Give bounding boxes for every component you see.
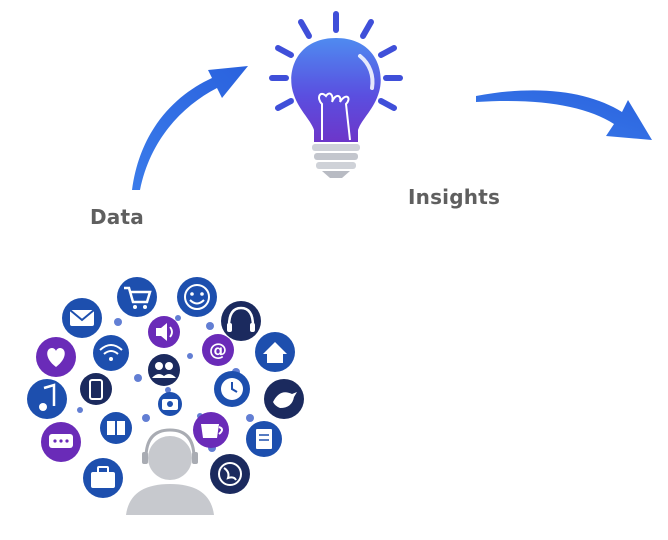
bird-icon [264, 379, 304, 419]
shopping-cart-icon [117, 277, 157, 317]
person-headset-icon [126, 428, 214, 515]
camera-icon [158, 392, 182, 416]
phone-icon [80, 373, 112, 405]
speaker-icon [148, 316, 180, 348]
home-icon [255, 332, 295, 372]
arrow-data-to-bulb [132, 66, 248, 190]
bulb-base [312, 144, 360, 178]
smiley-icon [177, 277, 217, 317]
chat-icon [41, 422, 81, 462]
headphones-icon [221, 301, 261, 341]
briefcase-icon [83, 458, 123, 498]
globe-icon [210, 454, 250, 494]
box-icon [100, 412, 132, 444]
wifi-icon [93, 335, 129, 371]
clock-icon [214, 371, 250, 407]
social-icon-cluster: @ [27, 277, 304, 515]
light-bulb-icon [269, 11, 403, 178]
arrow-insights-out [476, 90, 652, 140]
mail-icon [62, 298, 102, 338]
svg-text:@: @ [209, 340, 227, 361]
bulb-rays [269, 11, 403, 111]
insights-label: Insights [408, 185, 501, 209]
music-note-icon [27, 379, 67, 419]
at-sign-icon: @ [202, 334, 234, 366]
data-label: Data [90, 205, 144, 229]
coffee-icon [193, 412, 229, 448]
heart-icon [36, 337, 76, 377]
people-icon [148, 354, 180, 386]
notebook-icon [246, 421, 282, 457]
